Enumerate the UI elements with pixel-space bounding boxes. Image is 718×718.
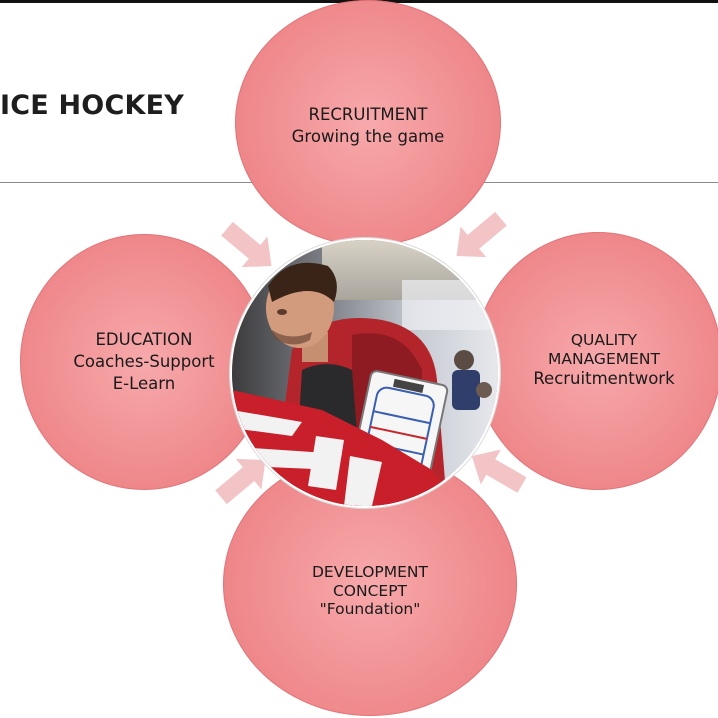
recruitment-circle: RECRUITMENT Growing the game: [235, 0, 501, 246]
arrow-center-to-quality: [471, 449, 527, 493]
quality-heading-1: QUALITY: [570, 331, 638, 350]
recruitment-subtext: Growing the game: [291, 127, 445, 146]
education-circle: EDUCATION Coaches-Support E-Learn: [20, 234, 268, 490]
development-subtext: "Foundation": [319, 600, 421, 619]
slide-title: ICE HOCKEY: [0, 90, 184, 121]
development-heading-2: CONCEPT: [332, 581, 408, 600]
recruitment-heading: RECRUITMENT: [308, 104, 428, 124]
quality-heading-2: MANAGEMENT: [548, 349, 660, 368]
quality-circle: QUALITY MANAGEMENT Recruitmentwork: [474, 232, 718, 490]
quality-subtext: Recruitmentwork: [533, 369, 675, 389]
arrow-quality-to-center: [456, 211, 507, 258]
education-subtext-2: E-Learn: [112, 374, 176, 394]
development-heading-1: DEVELOPMENT: [312, 563, 428, 582]
arrow-education-to-center: [221, 221, 272, 268]
arrow-development-to-center: [215, 458, 266, 505]
coach-photo-image: [232, 240, 498, 506]
center-photo: [230, 238, 500, 508]
education-subtext-1: Coaches-Support: [73, 351, 215, 371]
education-heading: EDUCATION: [95, 329, 193, 349]
